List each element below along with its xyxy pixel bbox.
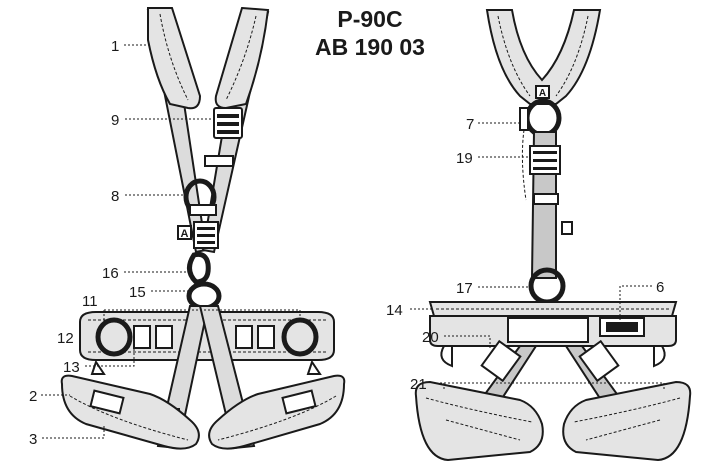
label-front-16: 16 (102, 265, 119, 282)
back-right-leg-loop (562, 380, 692, 462)
front-left-leg-buckle (89, 389, 125, 415)
back-right-leg-adjuster (578, 339, 620, 383)
front-attachment-mark: A (181, 228, 189, 240)
back-attachment-mark: A (539, 88, 546, 99)
label-front-15: 15 (129, 284, 146, 301)
label-back-6: 6 (656, 279, 664, 296)
label-back-14: 14 (386, 302, 403, 319)
label-back-19: 19 (456, 150, 473, 167)
front-belt-buckle-left-1 (133, 325, 151, 349)
front-right-shoulder-pad (214, 6, 270, 110)
label-back-21: 21 (410, 376, 427, 393)
label-back-7: 7 (466, 116, 474, 133)
back-view: A (414, 9, 692, 462)
front-view: A (60, 6, 346, 450)
front-belt-buckle-left-2 (155, 325, 173, 349)
back-left-leg-loop (414, 380, 544, 462)
label-front-8: 8 (111, 188, 119, 205)
label-back-20: 20 (422, 329, 439, 346)
front-keeper (204, 155, 234, 167)
back-shoulder-yoke (485, 9, 602, 105)
back-attachment-mark-box (535, 85, 550, 99)
label-front-9: 9 (111, 112, 119, 129)
front-left-side-d-ring (95, 317, 133, 357)
back-left-leg-adjuster (480, 339, 522, 383)
front-right-leg-buckle (281, 389, 317, 415)
leader-lines (41, 44, 665, 439)
model-title: P-90C (337, 6, 403, 32)
label-front-2: 2 (29, 388, 37, 405)
front-attachment-mark-box (177, 225, 192, 240)
label-back-17: 17 (456, 280, 473, 297)
front-left-shoulder-pad (147, 7, 202, 110)
front-connector-loop (187, 251, 211, 285)
front-belt-buckle-right-2 (257, 325, 275, 349)
back-part-labels: 7 19 17 14 6 20 21 (386, 116, 664, 393)
front-ventral-ring (186, 281, 222, 311)
model-code: AB 190 03 (315, 34, 425, 60)
back-dorsal-d-ring (524, 98, 562, 138)
label-front-11: 11 (82, 293, 98, 310)
label-front-12: 12 (57, 330, 74, 347)
back-belt-center-panel (507, 317, 589, 343)
label-front-3: 3 (29, 431, 37, 448)
front-belt-buckle-right-1 (235, 325, 253, 349)
label-front-1: 1 (111, 38, 119, 55)
front-part-labels: 1 9 8 16 15 11 12 13 2 3 (29, 38, 146, 448)
label-front-13: 13 (63, 359, 80, 376)
